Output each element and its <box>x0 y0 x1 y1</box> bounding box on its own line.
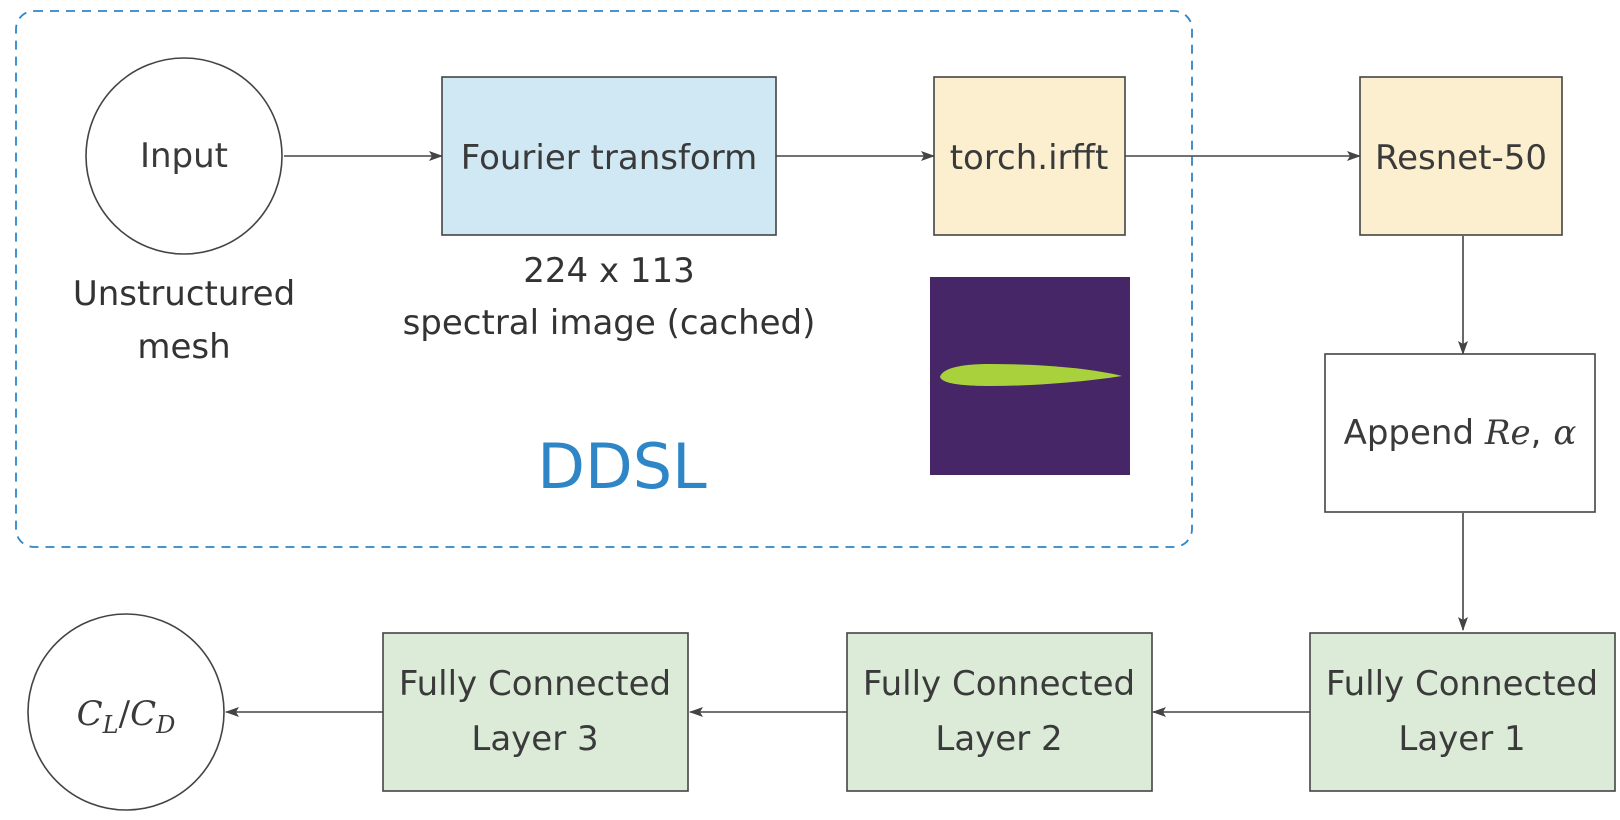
output-slash: / <box>119 694 131 734</box>
fourier-transform-label: Fourier transform <box>461 138 758 178</box>
input-caption-line2: mesh <box>137 327 230 367</box>
output-node <box>27 613 225 811</box>
fc-layer-1-line2: Layer 1 <box>1398 719 1525 759</box>
fc-layer-3-line1: Fully Connected <box>399 664 671 704</box>
append-comma: , <box>1531 413 1542 453</box>
fourier-caption-line2: spectral image (cached) <box>403 303 816 343</box>
output-cl: C <box>77 694 103 734</box>
fourier-transform-node <box>441 76 777 236</box>
input-node <box>85 57 283 255</box>
append-node <box>1324 353 1596 513</box>
fc-layer-2-line1: Fully Connected <box>863 664 1135 704</box>
append-re: Re <box>1484 413 1531 453</box>
fc-layer-1-node <box>1309 632 1616 792</box>
fc-layer-3-line2: Layer 3 <box>471 719 598 759</box>
output-cd-sub: D <box>155 711 175 739</box>
fc-layer-1-line1: Fully Connected <box>1326 664 1598 704</box>
fc-layer-3-node <box>382 632 689 792</box>
irfft-node <box>933 76 1126 236</box>
airfoil-shape <box>940 364 1122 386</box>
fc-layer-2-line2: Layer 2 <box>935 719 1062 759</box>
append-prefix: Append <box>1344 413 1485 453</box>
resnet-label: Resnet-50 <box>1375 138 1547 178</box>
input-caption-line1: Unstructured <box>73 274 295 314</box>
resnet-node <box>1359 76 1563 236</box>
fc-layer-2-node <box>846 632 1153 792</box>
output-label: CL/CD <box>77 694 176 739</box>
input-label: Input <box>140 136 228 176</box>
fourier-caption-line1: 224 x 113 <box>523 251 695 291</box>
airfoil-image <box>930 277 1130 475</box>
append-label: Append Re, α <box>1344 413 1577 453</box>
output-cd: C <box>130 694 156 734</box>
ddsl-group-title: DDSL <box>537 430 707 503</box>
append-alpha: α <box>1553 413 1576 453</box>
output-cl-sub: L <box>102 711 119 739</box>
irfft-label: torch.irfft <box>950 138 1109 178</box>
